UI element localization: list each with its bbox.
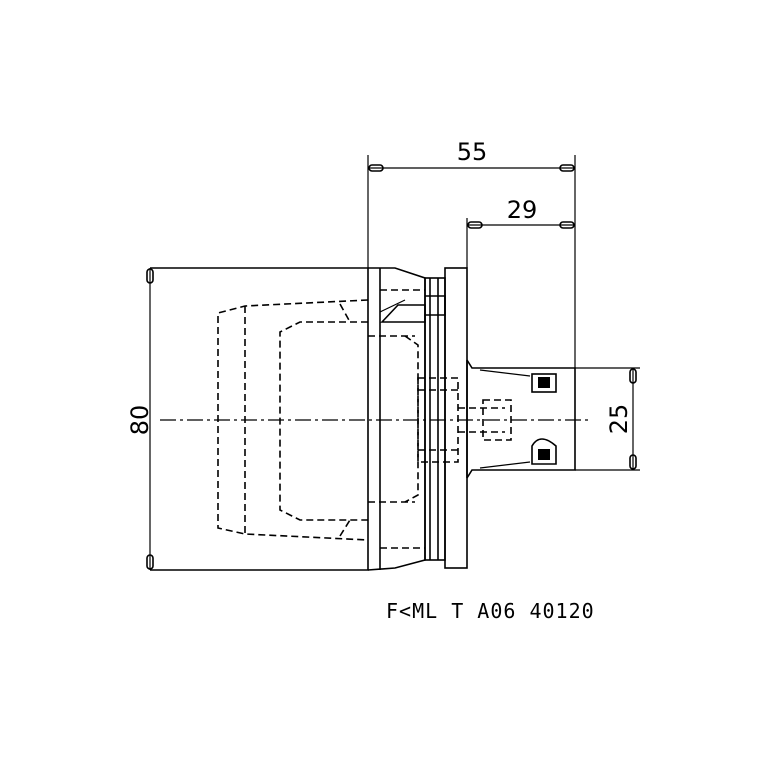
dimension-label-29: 29 xyxy=(507,196,538,224)
tool-shank xyxy=(466,359,576,479)
part-number: F<ML T A06 40120 xyxy=(386,599,595,623)
dimension-label-25: 25 xyxy=(605,404,633,435)
tool-body xyxy=(150,267,468,571)
dimension-label-55: 55 xyxy=(457,138,488,166)
dimension-shank-diameter: 25 xyxy=(575,367,640,471)
dimension-body-diameter: 80 xyxy=(126,268,154,570)
dimension-label-80: 80 xyxy=(126,405,154,436)
dimension-shank-length: 29 xyxy=(466,196,575,268)
dimension-overall-length: 55 xyxy=(367,138,576,368)
